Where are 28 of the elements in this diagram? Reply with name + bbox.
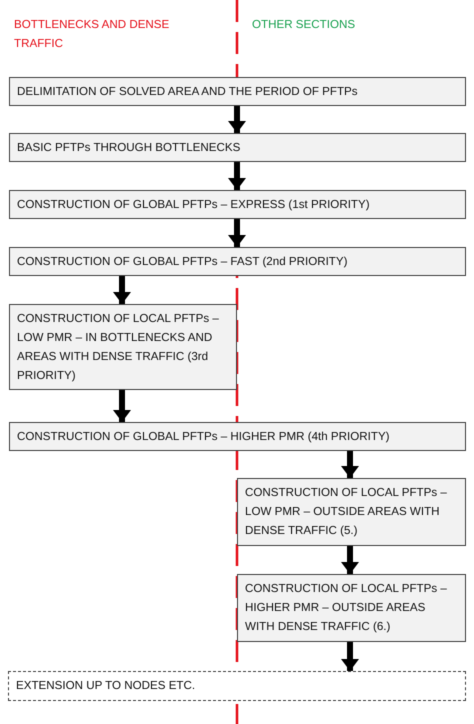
block-arrow [228,104,246,133]
process-box [9,133,466,162]
lane-heading: BOTTLENECKS AND DENSE TRAFFIC [14,17,170,52]
block-arrow [341,450,359,478]
process-box [9,247,466,276]
box-text: BASIC PFTPs THROUGH BOTTLENECKS [17,140,242,156]
box-text: CONSTRUCTION OF GLOBAL PFTPs – FAST (2nd PRIORITY) [17,254,348,270]
process-box [9,190,466,219]
block-arrow [228,160,246,190]
process-box [237,478,466,546]
block-arrow [341,642,359,671]
box-text: EXTENSION UP TO NODES ETC. [16,678,196,694]
process-box [9,304,237,390]
lane-heading: OTHER SECTIONS [252,17,356,33]
box-text: DELIMITATION OF SOLVED AREA AND THE PERIOD OF PFTPs [17,84,359,100]
block-arrow [113,274,131,304]
box-text: CONSTRUCTION OF GLOBAL PFTPs – EXPRESS (1st PRIORITY) [17,197,371,213]
process-box [9,422,466,451]
box-text: CONSTRUCTION OF LOCAL PFTPs – LOW PMR – OUTSIDE AREAS WITH DENSE TRAFFIC (5.) [245,485,448,539]
box-text: CONSTRUCTION OF GLOBAL PFTPs – HIGHER PMR (4th PRIORITY) [17,429,391,445]
block-arrow [113,389,131,422]
box-text: CONSTRUCTION OF LOCAL PFTPs – HIGHER PMR – OUTSIDE AREAS WITH DENSE TRAFFIC (6.) [245,581,448,635]
process-box [9,77,466,106]
block-arrow [228,217,246,247]
dashed-process-box [8,671,466,701]
block-arrow [341,546,359,574]
process-box [237,574,466,642]
box-text: CONSTRUCTION OF LOCAL PFTPs – LOW PMR – IN BOTTLENECKS AND AREAS WITH DENSE TRAFFIC (3rd PRIORITY) [17,311,220,384]
